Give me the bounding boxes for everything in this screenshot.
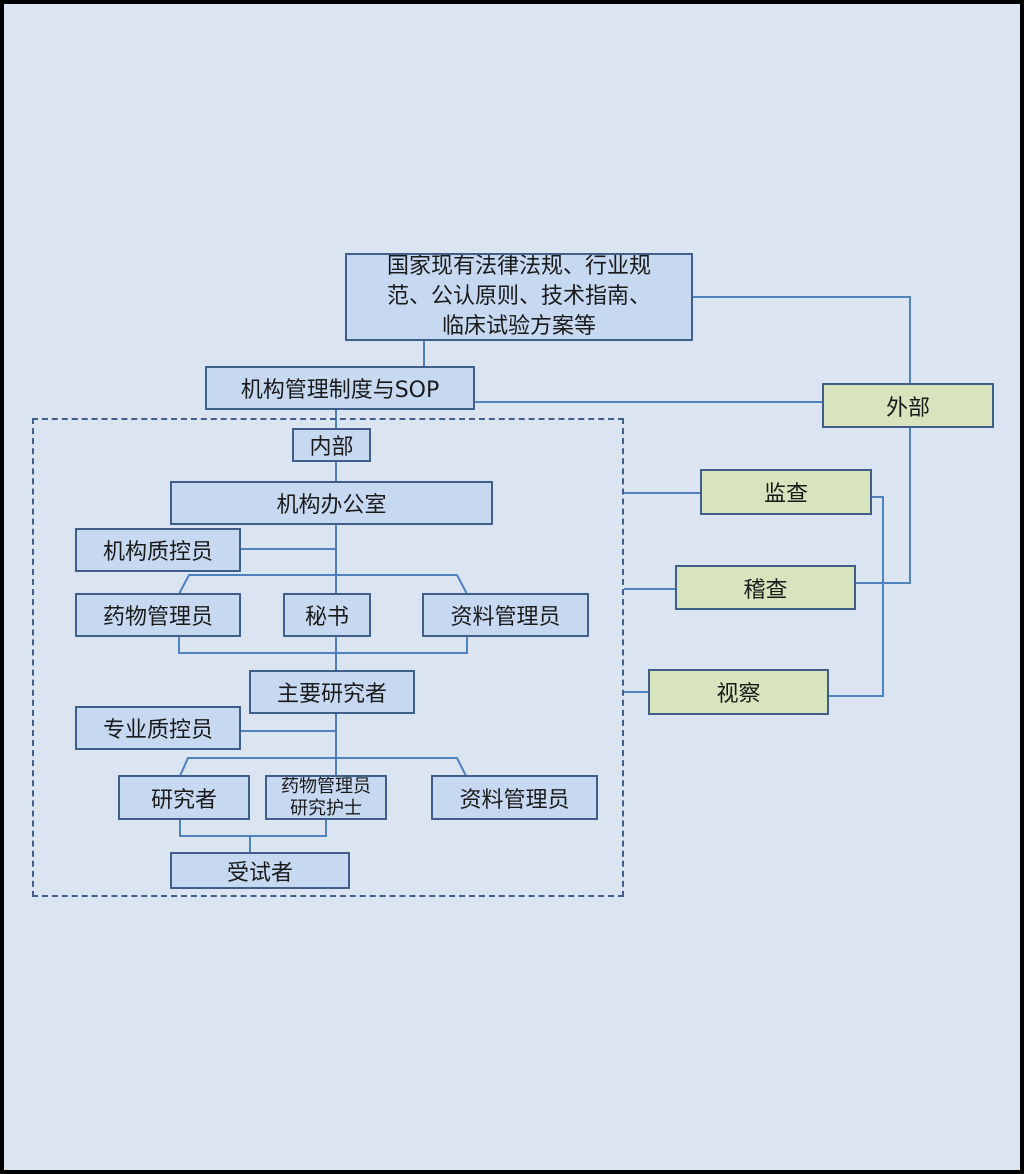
specialty-qc-node: 专业质控员 <box>75 706 241 750</box>
internal-region-boundary <box>32 418 624 897</box>
investigator-node: 研究者 <box>118 775 250 820</box>
monitoring-node: 监查 <box>700 469 872 515</box>
external-node: 外部 <box>822 383 994 428</box>
document-administrator-node: 资料管理员 <box>422 593 589 637</box>
institution-office-node: 机构办公室 <box>170 481 493 525</box>
laws-and-regulations-node: 国家现有法律法规、行业规 范、公认原则、技术指南、 临床试验方案等 <box>345 253 693 341</box>
audit-node: 稽查 <box>675 565 856 610</box>
internal-label-node: 内部 <box>292 428 371 462</box>
document-administrator-node-2: 资料管理员 <box>431 775 598 820</box>
institution-qc-node: 机构质控员 <box>75 528 241 572</box>
secretary-node: 秘书 <box>283 593 371 637</box>
principal-investigator-node: 主要研究者 <box>249 670 415 714</box>
subject-node: 受试者 <box>170 852 350 889</box>
drug-administrator-node: 药物管理员 <box>75 593 241 637</box>
sop-node: 机构管理制度与SOP <box>205 366 475 410</box>
drug-admin-research-nurse-node: 药物管理员 研究护士 <box>265 775 387 820</box>
inspection-node: 视察 <box>648 669 829 715</box>
